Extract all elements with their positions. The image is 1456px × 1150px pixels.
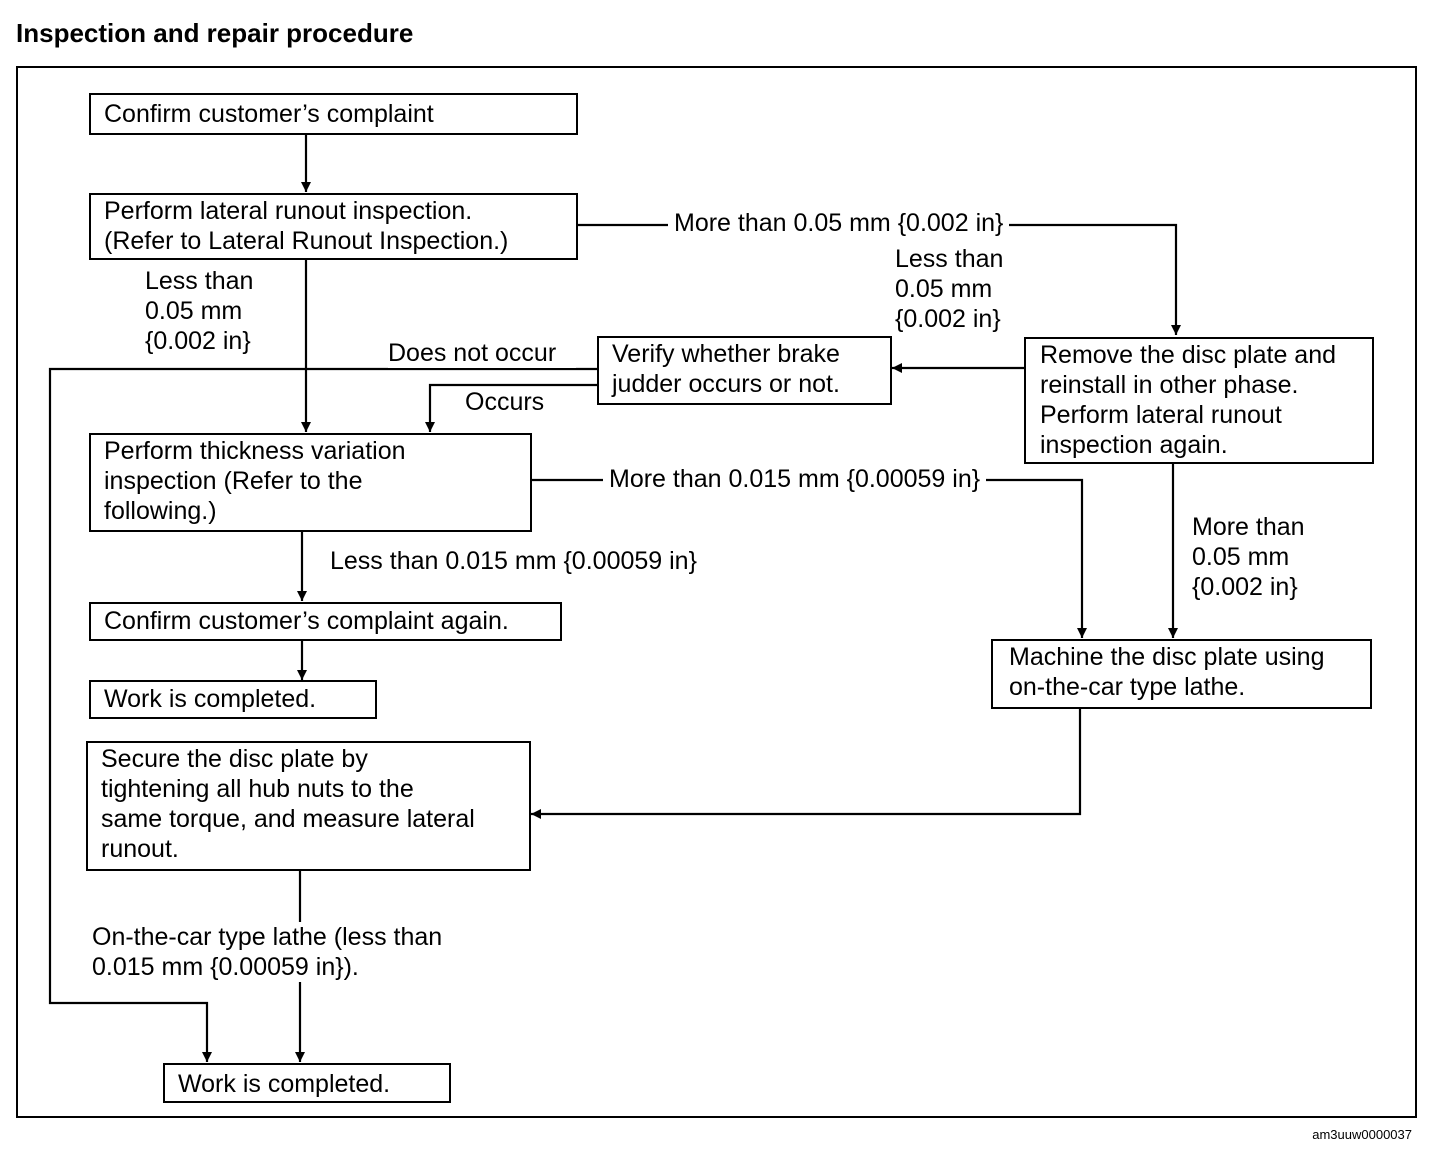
verify-judder-box: Verify whether brake judder occurs or no…: [597, 336, 892, 405]
label-more-than-0015: More than 0.015 mm {0.00059 in}: [603, 464, 987, 494]
thickness-variation-box: Perform thickness variation inspection (…: [89, 433, 532, 532]
label-more-than-005-top: More than 0.05 mm {0.002 in}: [668, 208, 1010, 238]
label-occurs: Occurs: [465, 388, 545, 416]
page-title: Inspection and repair procedure: [16, 18, 414, 48]
lateral-runout-box: Perform lateral runout inspection. (Refe…: [89, 193, 578, 260]
arrow-lateral-to-remove: [578, 223, 1181, 335]
label-less-than-0015: Less than 0.015 mm {0.00059 in}: [330, 547, 697, 575]
confirm-complaint-box: Confirm customer’s complaint: [89, 93, 578, 135]
label-less-than-005-left: Less than 0.05 mm {0.002 in}: [145, 267, 254, 355]
machine-disc-box: Machine the disc plate using on-the-car …: [991, 639, 1372, 709]
secure-disc-box: Secure the disc plate by tightening all …: [86, 741, 531, 871]
confirm-again-box: Confirm customer’s complaint again.: [89, 602, 562, 641]
label-less-than-005-right: Less than 0.05 mm {0.002 in}: [895, 245, 1004, 333]
label-more-than-005-right: More than 0.05 mm {0.002 in}: [1192, 513, 1305, 601]
figure-id: am3uuw0000037: [1312, 1127, 1412, 1142]
arrow-verify-does-not-occur: [48, 367, 598, 1062]
label-lathe-result: On-the-car type lathe (less than 0.015 m…: [92, 922, 443, 982]
remove-reinstall-box: Remove the disc plate and reinstall in o…: [1024, 337, 1374, 464]
arrow-verify-occurs: [425, 383, 598, 432]
work-completed-box-1: Work is completed.: [89, 680, 377, 719]
work-completed-box-2: Work is completed.: [163, 1063, 451, 1103]
arrow-machine-to-secure: [531, 708, 1082, 819]
label-does-not-occur: Does not occur: [388, 338, 577, 368]
diagram-frame: [16, 66, 1417, 1118]
